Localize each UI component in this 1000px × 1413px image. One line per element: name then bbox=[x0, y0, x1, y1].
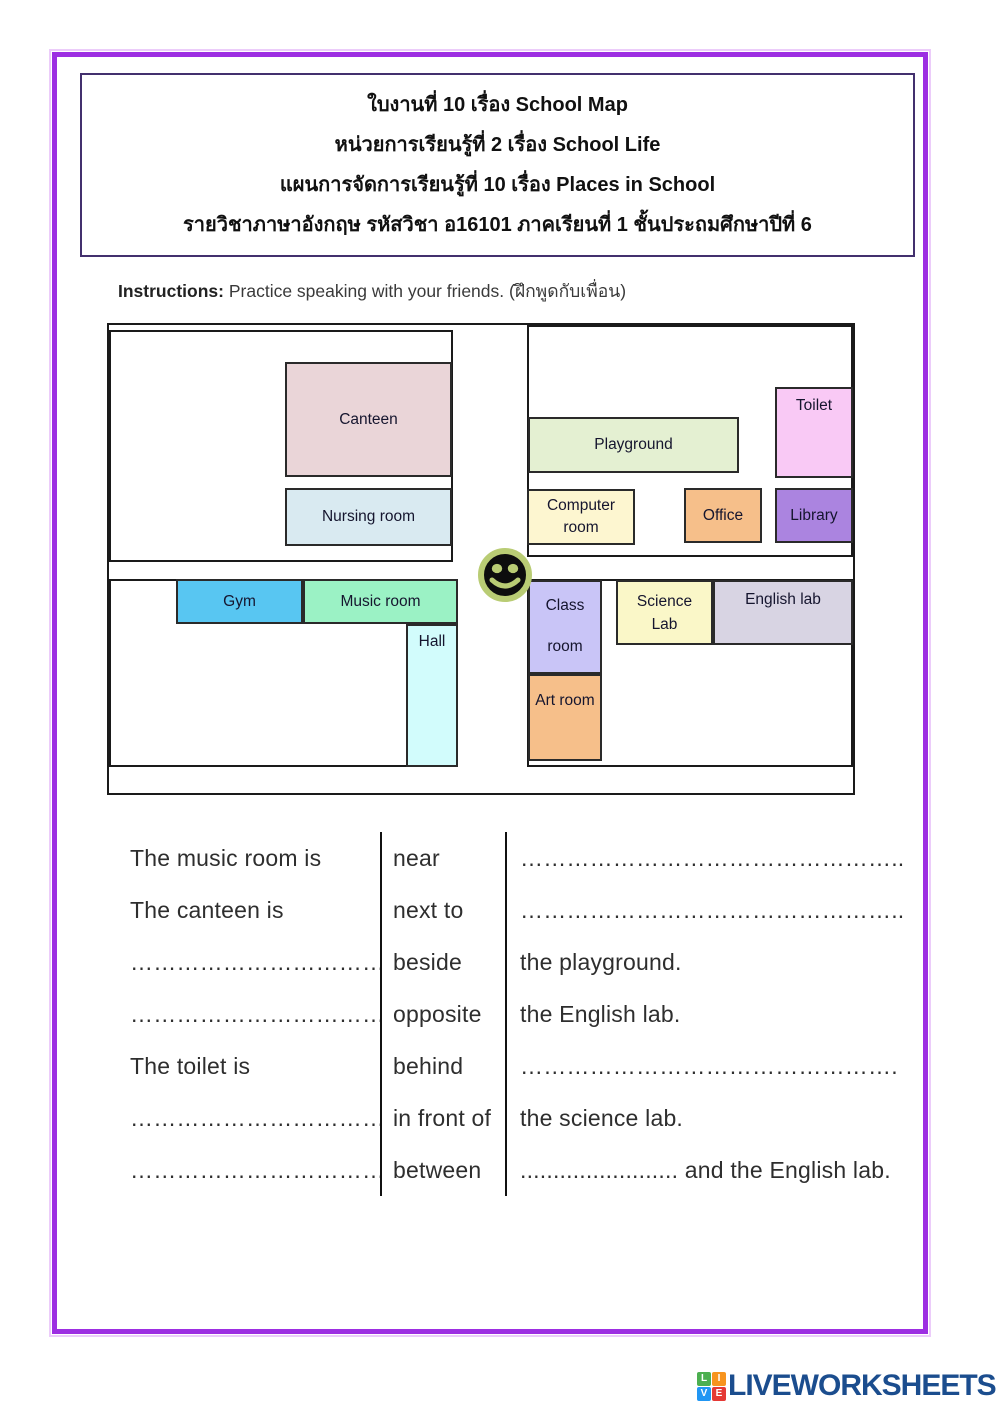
exercise-complement: the playground. bbox=[520, 948, 682, 975]
page-border bbox=[49, 49, 931, 1337]
exercise-preposition: behind bbox=[380, 1040, 507, 1092]
room-playground: Playground bbox=[528, 417, 739, 473]
exercise-blank[interactable]: ........................ and the English… bbox=[520, 1156, 891, 1183]
liveworksheets-wordmark: LIVEWORKSHEETS bbox=[728, 1369, 997, 1402]
exercise-preposition: between bbox=[380, 1144, 507, 1196]
instructions-label: Instructions: bbox=[118, 281, 224, 301]
exercise-preposition: beside bbox=[380, 936, 507, 988]
header-line-3: แผนการจัดการเรียนรู้ที่ 10 เรื่อง Places… bbox=[279, 174, 716, 196]
room-nursing-room: Nursing room bbox=[285, 488, 452, 546]
header-line-2: หน่วยการเรียนรู้ที่ 2 เรื่อง School Life bbox=[334, 134, 661, 156]
room-canteen: Canteen bbox=[285, 362, 452, 477]
instructions-text: Practice speaking with your friends. (ฝึ… bbox=[228, 281, 627, 301]
header-box: ใบงานที่ 10 เรื่อง School Map หน่วยการเร… bbox=[80, 73, 915, 257]
room-library: Library bbox=[775, 488, 853, 543]
room-class-room: Class room bbox=[528, 580, 602, 674]
room-art-room: Art room bbox=[528, 674, 602, 761]
logo-square-e: E bbox=[712, 1386, 726, 1401]
school-map: Canteen Nursing room Playground Toilet C… bbox=[107, 323, 855, 795]
exercise-preposition: in front of bbox=[380, 1092, 507, 1144]
logo-square-i: I bbox=[712, 1371, 726, 1386]
logo-square-v: V bbox=[697, 1386, 711, 1401]
exercise-complement: the English lab. bbox=[520, 1000, 681, 1027]
liveworksheets-grid-icon: L I V E bbox=[697, 1371, 726, 1401]
exercise-blank[interactable]: ……………………………… is bbox=[130, 948, 380, 975]
exercise-table: The music room is near ………………………………………….… bbox=[110, 832, 910, 1196]
header-line-1: ใบงานที่ 10 เรื่อง School Map bbox=[367, 94, 628, 116]
exercise-blank[interactable]: ………………………………………….. bbox=[520, 844, 905, 871]
room-english-lab: English lab bbox=[713, 580, 853, 645]
exercise-preposition: opposite bbox=[380, 988, 507, 1040]
logo-square-l: L bbox=[697, 1371, 711, 1386]
room-gym: Gym bbox=[176, 579, 303, 624]
instructions: Instructions: Practice speaking with you… bbox=[118, 277, 626, 305]
exercise-blank[interactable]: ………………………………………….. bbox=[520, 896, 905, 923]
room-computer-room: Computer room bbox=[527, 489, 635, 545]
room-office: Office bbox=[684, 488, 762, 543]
exercise-preposition: next to bbox=[380, 884, 507, 936]
room-toilet: Toilet bbox=[775, 387, 853, 478]
exercise-blank[interactable]: ……………………………… is bbox=[130, 1000, 380, 1027]
liveworksheets-logo: L I V E LIVEWORKSHEETS bbox=[697, 1369, 997, 1403]
room-music-room: Music room bbox=[303, 579, 458, 624]
exercise-subject: The music room is bbox=[130, 844, 322, 871]
exercise-subject: The canteen is bbox=[130, 896, 284, 923]
room-hall: Hall bbox=[406, 624, 458, 767]
header-line-4: รายวิชาภาษาอังกฤษ รหัสวิชา อ16101 ภาคเรี… bbox=[183, 214, 812, 236]
exercise-blank[interactable]: …………………………………………. bbox=[520, 1052, 898, 1079]
exercise-blank[interactable]: ………………………………is bbox=[130, 1104, 380, 1131]
exercise-blank[interactable]: ……………………………… is bbox=[130, 1156, 380, 1183]
exercise-preposition: near bbox=[380, 832, 507, 884]
exercise-complement: the science lab. bbox=[520, 1104, 684, 1131]
room-science-lab: Science Lab bbox=[616, 580, 713, 645]
exercise-subject: The toilet is bbox=[130, 1052, 251, 1079]
smiley-icon bbox=[478, 548, 532, 602]
